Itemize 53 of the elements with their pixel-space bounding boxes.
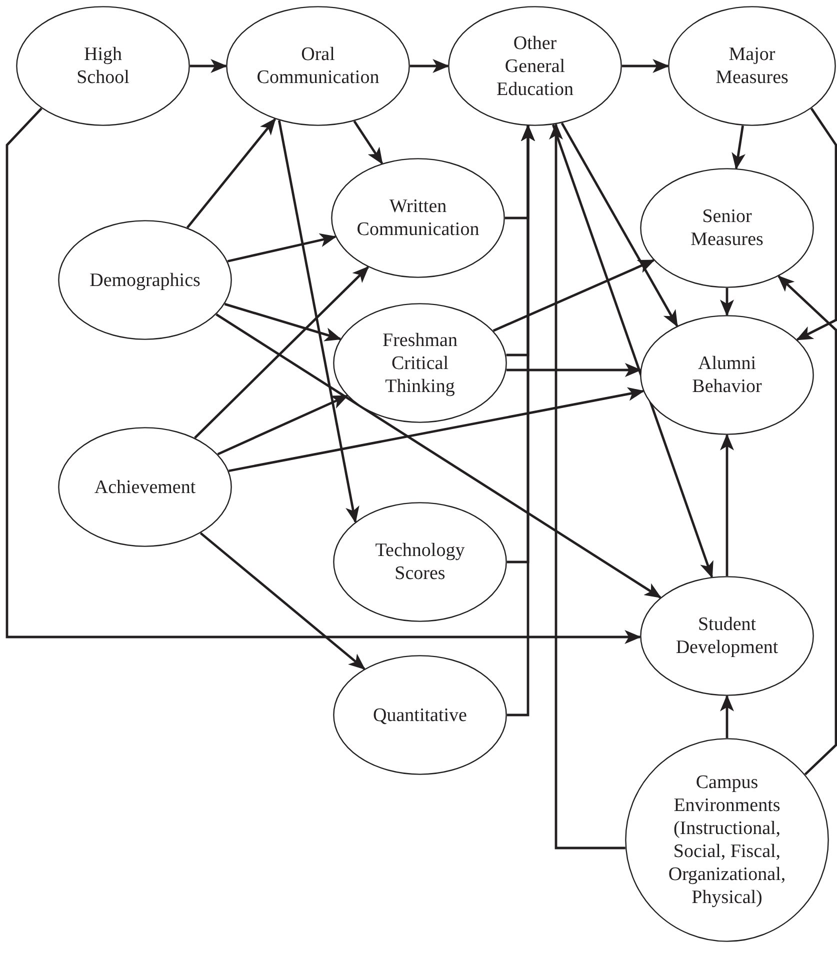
ellipse-node	[640, 315, 814, 435]
node-label: Quantitative	[373, 704, 467, 726]
arrow	[224, 302, 342, 342]
arrow	[227, 233, 337, 262]
arrow	[732, 125, 746, 170]
circle-node	[625, 738, 829, 942]
node-label: Freshman Critical Thinking	[382, 328, 458, 398]
arrow	[492, 259, 655, 332]
node-label: High School	[76, 43, 130, 89]
ellipse-node	[16, 6, 190, 126]
node-label: Oral Communication	[256, 43, 380, 89]
arrow	[200, 532, 366, 670]
arrow	[507, 124, 535, 716]
node-label: Student Development	[674, 613, 780, 659]
arrow	[278, 120, 360, 524]
ellipse-node	[331, 158, 505, 278]
node-label: Other General Education	[495, 32, 575, 100]
arrow	[353, 120, 384, 165]
arrow	[190, 59, 228, 73]
ellipse-node	[333, 502, 507, 622]
arrow	[186, 118, 276, 228]
node-label: Technology Scores	[374, 539, 466, 585]
arrow	[796, 108, 837, 341]
arrow	[720, 434, 734, 576]
node-label: Demographics	[90, 268, 200, 292]
arrow	[194, 266, 370, 439]
arrow	[549, 122, 626, 850]
arrow	[6, 108, 642, 644]
arrow	[560, 122, 678, 328]
node-label: Campus Environments (Instructional, Social, Fiscal, Organizational, Physical)	[667, 771, 787, 909]
node-label: Written Communication	[356, 195, 480, 241]
ellipse-node	[58, 427, 232, 547]
ellipse-node	[333, 655, 507, 775]
arrow	[410, 59, 450, 73]
node-label: Achievement	[94, 476, 196, 498]
ellipse-node	[448, 6, 622, 126]
ellipse-node	[640, 576, 814, 696]
ellipse-node	[668, 6, 836, 126]
node-label: Senior Measures	[690, 205, 764, 251]
arrow	[720, 694, 734, 738]
arrow	[216, 313, 662, 598]
ellipse-node	[58, 220, 232, 340]
node-label: Major Measures	[714, 43, 790, 89]
ellipse-node	[640, 168, 814, 288]
ellipse-node	[333, 303, 507, 423]
arrow	[228, 387, 645, 472]
arrow	[720, 288, 734, 316]
arrow	[778, 275, 837, 776]
ellipse-node	[226, 6, 410, 126]
arrow	[217, 394, 348, 456]
arrow	[622, 59, 670, 73]
node-label: Alumni Behavior	[691, 352, 763, 398]
arrow	[552, 124, 714, 578]
